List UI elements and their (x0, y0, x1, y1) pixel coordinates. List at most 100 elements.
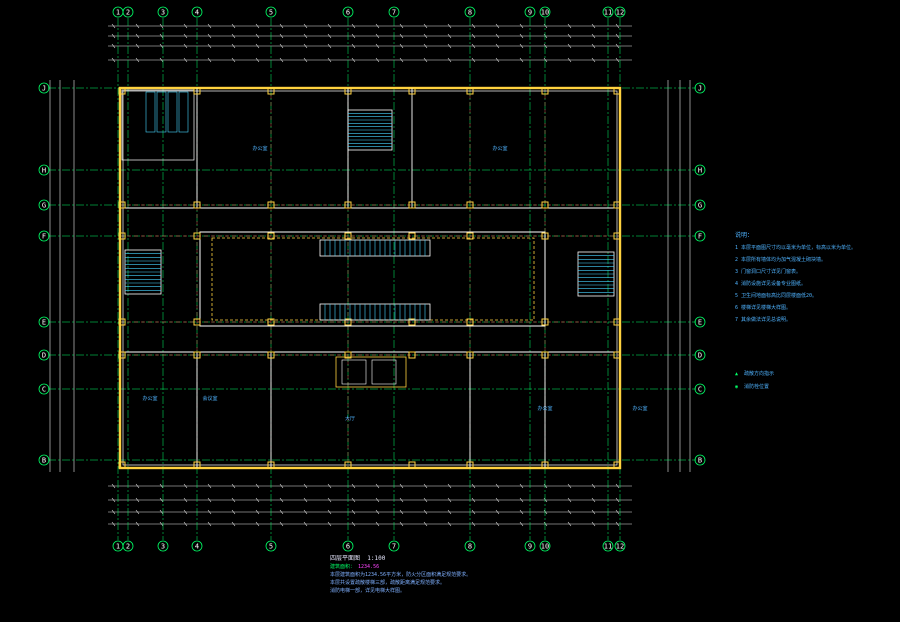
column (344, 318, 352, 326)
dimension-tick (351, 57, 356, 63)
room-labels: 办公室办公室会议室大厅办公室办公室办公室 (142, 145, 647, 422)
dimension-tick (567, 509, 572, 515)
dimension-tick (159, 483, 164, 489)
column (408, 318, 416, 326)
axis-bubble: 7 (388, 6, 400, 18)
axis-bubble-label: 5 (269, 543, 273, 551)
dimension-tick (231, 509, 236, 515)
axis-bubble: 2 (122, 540, 134, 552)
axis-bubble: 5 (265, 540, 277, 552)
column (267, 201, 275, 209)
dimension-tick (423, 43, 428, 49)
dimension-tick (327, 483, 332, 489)
axis-bubble: 1 (112, 540, 124, 552)
dimension-tick (375, 483, 380, 489)
column (466, 318, 474, 326)
dimension-tick (519, 23, 524, 29)
axis-bubble-circle (694, 454, 706, 466)
dimension-tick (183, 509, 188, 515)
column (408, 351, 416, 359)
axis-bubble: 8 (464, 540, 476, 552)
axis-bubble-circle (38, 230, 50, 242)
column (193, 87, 201, 95)
dimension-tick (303, 33, 308, 39)
axis-bubble: 2 (122, 6, 134, 18)
structural-columns (118, 87, 621, 469)
column (344, 201, 352, 209)
dimension-tick (231, 497, 236, 503)
dimension-tick (255, 57, 260, 63)
axis-bubble: 11 (602, 6, 614, 18)
column (541, 87, 549, 95)
dimension-tick (447, 23, 452, 29)
atrium-edge (211, 237, 535, 321)
axis-bubble-label: 4 (195, 9, 199, 17)
column (118, 87, 126, 95)
axis-bubble: G (694, 199, 706, 211)
dimension-tick (543, 483, 548, 489)
dimension-tick (399, 497, 404, 503)
dimension-tick (495, 521, 500, 527)
title-note: 本层共设置疏散楼梯三部，疏散距离满足规范要求。 (330, 580, 446, 586)
dimension-tick (567, 497, 572, 503)
axis-bubble-circle (694, 164, 706, 176)
room-label: 大厅 (345, 415, 355, 422)
dimension-tick (471, 33, 476, 39)
dimension-tick (111, 33, 116, 39)
axis-bubble-circle (694, 383, 706, 395)
axis-bubble-circle (38, 383, 50, 395)
axis-bubble-label: 1 (116, 543, 120, 551)
dimension-tick (615, 57, 620, 63)
column (466, 201, 474, 209)
axis-bubble-label: 10 (541, 9, 549, 17)
axis-bubble-circle (157, 6, 169, 18)
dimension-tick (423, 57, 428, 63)
dimension-tick (447, 521, 452, 527)
dimension-tick (471, 43, 476, 49)
note-item: 5 卫生间地面标高比同层楼面低20。 (735, 293, 818, 299)
axis-bubble-label: 12 (616, 9, 624, 17)
dimension-tick (207, 57, 212, 63)
dimension-tick (567, 43, 572, 49)
dimension-tick (423, 521, 428, 527)
dimension-tick (303, 483, 308, 489)
axis-bubble-label: 4 (195, 543, 199, 551)
dimension-tick (591, 57, 596, 63)
column (118, 318, 126, 326)
dimension-tick (447, 497, 452, 503)
axis-bubble-label: 11 (604, 543, 612, 551)
dimension-tick (135, 33, 140, 39)
dimension-tick (519, 521, 524, 527)
dimension-tick (303, 43, 308, 49)
axis-grid-lines (48, 18, 696, 540)
axis-bubble: 10 (539, 540, 551, 552)
axis-bubble-circle (524, 540, 536, 552)
axis-bubble-circle (38, 316, 50, 328)
dimension-tick (327, 43, 332, 49)
axis-bubble: 1 (112, 6, 124, 18)
dimension-tick (207, 497, 212, 503)
room-label: 办公室 (492, 145, 507, 152)
column (613, 201, 621, 209)
dimension-tick (135, 43, 140, 49)
dimension-tick (279, 33, 284, 39)
dimension-tick (567, 57, 572, 63)
axis-bubble-label: 9 (528, 9, 532, 17)
atrium (199, 231, 546, 327)
axis-bubble-circle (191, 540, 203, 552)
axis-bubble-circle (464, 6, 476, 18)
column (613, 87, 621, 95)
column (466, 87, 474, 95)
dimension-tick (135, 57, 140, 63)
dimension-tick (207, 43, 212, 49)
dimension-tick (519, 43, 524, 49)
column (613, 318, 621, 326)
dimension-tick (159, 521, 164, 527)
axis-bubble-label: D (42, 352, 46, 360)
axis-bubble: 3 (157, 6, 169, 18)
dimension-tick (615, 509, 620, 515)
dimension-tick (519, 509, 524, 515)
note-item: 3 门窗洞口尺寸详见门窗表。 (735, 269, 802, 275)
axis-bubble: 6 (342, 540, 354, 552)
axis-bubble: F (38, 230, 50, 242)
